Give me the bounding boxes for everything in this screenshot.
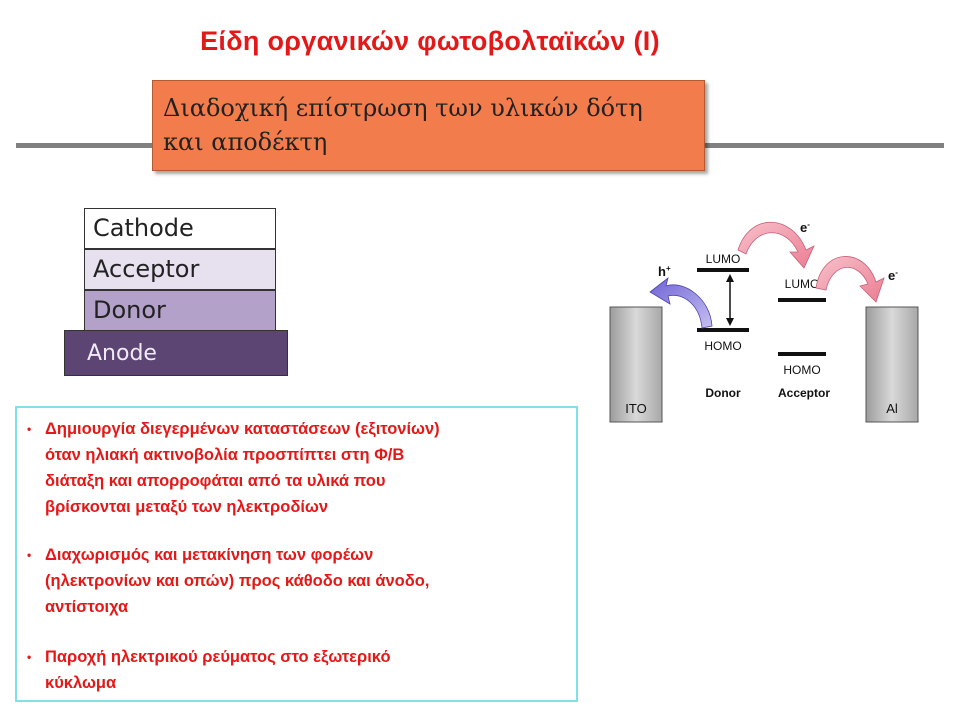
bullet-dot-icon: • (27, 422, 32, 436)
acceptor-homo-level (778, 352, 826, 356)
excitation-arrow-down (726, 318, 734, 326)
subtitle-line-2: και αποδέκτη (163, 128, 328, 156)
acceptor-lumo-label: LUMO (785, 277, 820, 291)
bullet-1-line-1: Δημιουργία διεγερμένων καταστάσεων (εξιτ… (45, 420, 440, 438)
donor-label: Donor (705, 386, 741, 400)
electron-label-1: e- (800, 220, 810, 235)
bullet-1-line-4: βρίσκονται μεταξύ των ηλεκτροδίων (45, 498, 329, 516)
bullet-1-line-2: όταν ηλιακή ακτινοβολία προσπίπτει στη Φ… (45, 446, 405, 464)
al-electrode (865, 306, 919, 423)
subtitle-line-1: Διαδοχική επίστρωση των υλικών δότη (163, 94, 643, 122)
acceptor-label: Acceptor (778, 386, 830, 400)
layer-donor: Donor (84, 290, 276, 331)
al-label: Al (886, 401, 898, 416)
donor-lumo-level (697, 268, 749, 272)
bullet-dot-icon: • (27, 548, 32, 562)
electron-transfer-arrow-1 (737, 222, 815, 269)
hole-label: h+ (658, 264, 671, 279)
bullet-3-line-1: Παροχή ηλεκτρικού ρεύματος στο εξωτερικό (45, 648, 391, 666)
acceptor-homo-label: HOMO (783, 363, 820, 377)
slide-title: Είδη οργανικών φωτοβολταϊκών (Ι) (200, 26, 660, 56)
ito-label: ITO (625, 401, 646, 416)
bullet-3-line-2: κύκλωμα (45, 674, 117, 692)
electron-label-2: e- (888, 268, 898, 283)
hole-transfer-arrow (649, 276, 713, 329)
donor-homo-level (697, 328, 749, 332)
excitation-arrow-up (726, 274, 734, 282)
ito-electrode (609, 306, 663, 423)
bullet-dot-icon: • (27, 650, 32, 664)
bullet-2-line-1: Διαχωρισμός και μετακίνηση των φορέων (45, 546, 374, 564)
energy-level-diagram: ITO Al LUMO HOMO Donor LUMO HOMO Accepto… (609, 220, 919, 423)
subtitle-box: Διαδοχική επίστρωση των υλικών δότη και … (152, 80, 705, 171)
layer-acceptor: Acceptor (84, 249, 276, 290)
bullet-1-line-3: διάταξη και απορροφάται από τα υλικά που (45, 472, 386, 490)
donor-homo-label: HOMO (704, 339, 741, 353)
bullet-2-line-2: (ηλεκτρονίων και οπών) προς κάθοδο και ά… (45, 572, 430, 590)
electron-transfer-arrow-2 (815, 256, 885, 303)
bullet-2-line-3: αντίστοιχα (45, 598, 129, 616)
layer-cathode: Cathode (84, 208, 276, 249)
bullet-box: • Δημιουργία διεγερμένων καταστάσεων (εξ… (15, 406, 578, 702)
layer-anode: Anode (64, 330, 288, 376)
donor-lumo-label: LUMO (706, 252, 741, 266)
acceptor-lumo-level (778, 298, 826, 302)
